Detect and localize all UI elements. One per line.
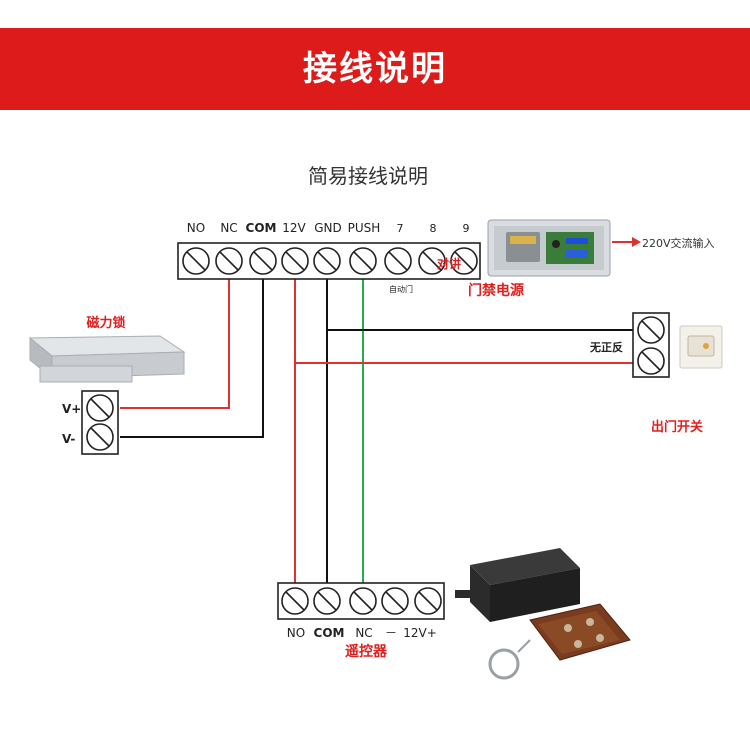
terminal-screw-nc [215,247,243,275]
terminal-label-com: COM [246,221,277,235]
mag-lock-terminal [81,390,119,455]
remote-label: 遥控器 [345,643,388,660]
auto-door-label: 自动门 [389,284,413,294]
exit-switch-terminal [632,312,670,378]
power-supply-label: 门禁电源 [468,282,524,299]
remote-screw-4 [381,587,409,615]
ac-input-label: 220V交流输入 [642,236,715,250]
terminal-label-nc: NC [220,221,237,235]
terminal-screw-vminus [86,423,114,451]
remote-label-com: COM [314,626,345,640]
terminal-screw-7 [384,247,412,275]
terminal-screw-no [182,247,210,275]
mag-lock-label: 磁力锁 [86,315,125,331]
key-ring-icon [488,648,520,680]
power-supply-device [487,219,611,277]
diagram-subtitle: 简易接线说明 [308,164,428,188]
no-polarity-label: 无正反 [589,340,623,354]
remote-screw-5 [414,587,442,615]
circuit-board-icon [546,232,594,264]
terminal-screw-gnd [313,247,341,275]
terminal-label-9: 9 [463,222,470,235]
wire-nc-to-vplus [120,277,230,409]
remote-screw-no [349,587,377,615]
terminal-screw-push [349,247,377,275]
remote-receiver-device [455,548,580,622]
remote-screw-12v [281,587,309,615]
terminal-label-8: 8 [430,222,437,235]
terminal-label-gnd: GND [314,221,342,235]
main-terminal-block: NO NC COM 12V GND PUSH 7 8 9 自动门 对讲 [177,221,481,294]
terminal-label-7: 7 [397,222,404,235]
exit-switch-label: 出门开关 [651,419,703,435]
remote-screw-com [313,587,341,615]
terminal-screw-12v [281,247,309,275]
terminal-label-no: NO [187,221,205,235]
wire-com-to-vminus [120,277,264,438]
remote-label-minus: － [385,626,397,640]
terminal-label-12v: 12V [282,221,306,235]
page-title: 接线说明 [303,49,447,89]
vplus-label: V+ [62,402,81,416]
remote-label-no: NO [287,626,305,640]
header-banner: 接线说明 [0,28,750,110]
intercom-label: 对讲 [437,256,461,271]
remote-label-nc: NC [355,626,372,640]
terminal-label-push: PUSH [348,221,381,235]
key-fob-icon [488,603,631,680]
vminus-label: V- [62,432,75,446]
terminal-screw-exit-2 [637,347,665,375]
terminal-screw-com [249,247,277,275]
terminal-screw-exit-1 [637,316,665,344]
terminal-screw-vplus [86,394,114,422]
exit-button-icon [679,325,723,369]
mag-lock-device [28,335,186,383]
arrow-right-icon [632,237,641,247]
remote-terminal-block [277,582,445,620]
remote-label-12v: 12V+ [403,626,437,640]
wires [120,277,633,583]
